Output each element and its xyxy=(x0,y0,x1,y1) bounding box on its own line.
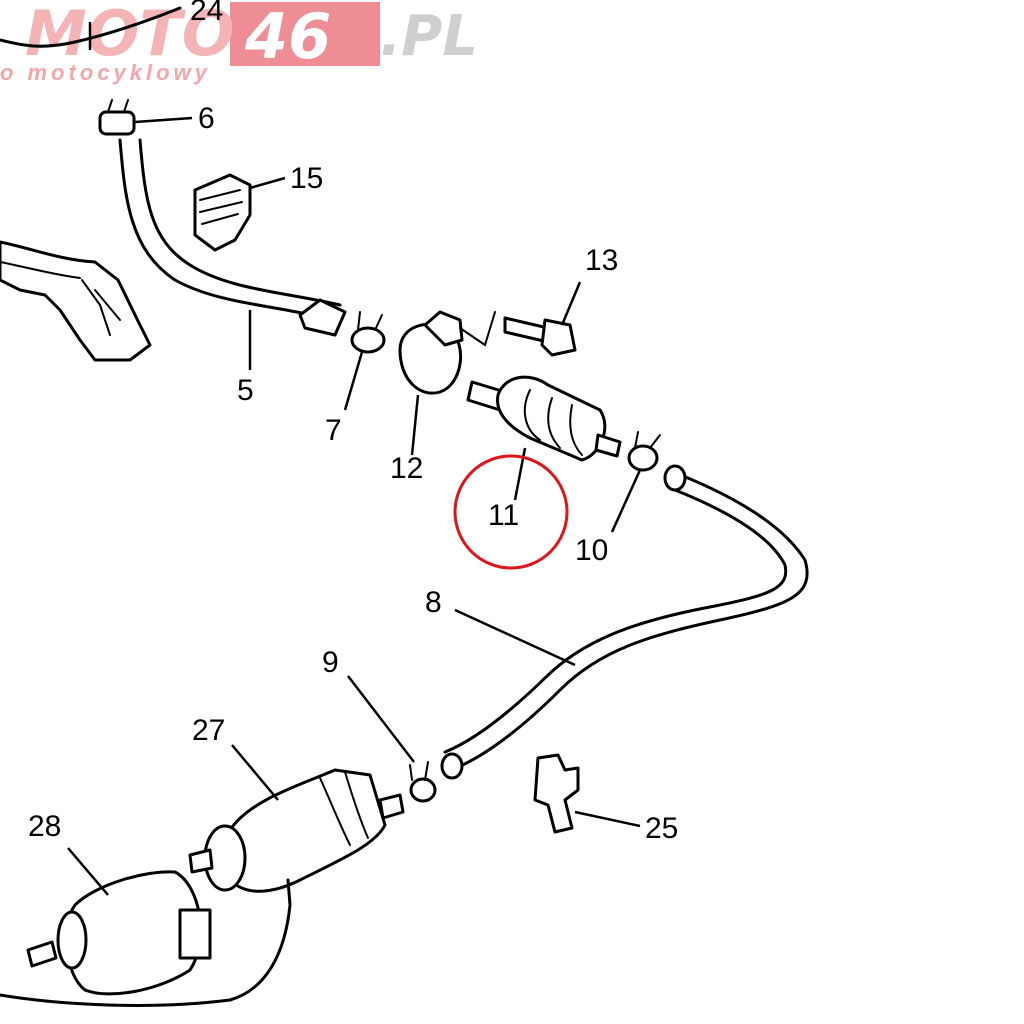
watermark-brand-domain: .PL xyxy=(380,4,478,69)
highlight-circle xyxy=(453,454,569,570)
part-28-nozzle xyxy=(26,940,58,968)
callout-5: 5 xyxy=(237,374,254,407)
clamp-7-tabs xyxy=(357,311,383,331)
leader-8 xyxy=(454,608,576,667)
clip-25: 25 xyxy=(533,753,678,845)
leader-9 xyxy=(347,675,415,763)
clamp-6-tabs xyxy=(107,99,129,113)
clamp-9: 9 xyxy=(322,646,437,803)
leader-15 xyxy=(249,176,286,190)
callout-28: 28 xyxy=(28,810,61,843)
leader-6 xyxy=(134,116,193,124)
callout-10: 10 xyxy=(575,534,608,567)
callout-15: 15 xyxy=(290,162,323,195)
callout-25: 25 xyxy=(645,812,678,845)
callout-13: 13 xyxy=(585,244,618,277)
part-28-connector xyxy=(178,908,212,960)
connector-15-body xyxy=(193,173,252,252)
clamp-10-tabs xyxy=(634,431,661,449)
frame-bracket-detail xyxy=(0,261,121,336)
filter-11-outlet xyxy=(594,433,622,458)
hose-5-end xyxy=(298,298,347,337)
pump-27-body xyxy=(228,768,387,893)
clip-25-body xyxy=(533,753,580,834)
watermark-brand-number: 46 xyxy=(244,0,331,73)
fuel-filter-11: 11 xyxy=(453,375,622,570)
clamp-6: 6 xyxy=(98,99,215,136)
leader-27 xyxy=(231,744,279,801)
hose-5-outer xyxy=(118,138,332,322)
clamp-10: 10 xyxy=(575,431,661,567)
part-28: 28 xyxy=(0,810,292,1007)
leader-12 xyxy=(410,394,420,456)
connector-15-ribs xyxy=(199,189,243,225)
callout-27: 27 xyxy=(192,714,225,747)
frame-bracket xyxy=(0,240,152,362)
bolt-13: 13 xyxy=(503,244,618,357)
callout-24: 24 xyxy=(190,0,223,27)
clamp-6-body xyxy=(98,110,136,136)
clamp-7: 7 xyxy=(325,311,386,447)
watermark: MOTO 46 .PL o motocyklowy xyxy=(0,0,478,85)
hose-8-inner xyxy=(443,488,788,754)
hose-8: 8 xyxy=(425,464,809,780)
leader-13 xyxy=(560,281,582,326)
hose-5: 5 xyxy=(118,138,347,407)
frame-bracket-body xyxy=(0,240,152,362)
callout-6: 6 xyxy=(198,102,215,135)
part-28-hose xyxy=(0,878,292,1007)
clamp-9-tabs xyxy=(409,761,429,781)
fuel-pump-27: 27 xyxy=(188,714,405,893)
hose-8-end-top xyxy=(663,464,687,492)
pump-27-nozzle xyxy=(188,848,214,874)
hose-5-inner xyxy=(138,138,342,307)
clamp-7-ring xyxy=(350,326,386,354)
callout-7: 7 xyxy=(325,414,342,447)
part-24: 24 xyxy=(0,0,223,50)
hose-8-outer xyxy=(448,468,809,772)
watermark-brand-left: MOTO xyxy=(25,0,234,70)
filter-11-body xyxy=(495,375,607,462)
pump-27-bands xyxy=(319,771,369,846)
part-28-cap xyxy=(56,910,88,970)
clamp-9-ring xyxy=(409,777,437,803)
hose-8-end-bottom xyxy=(440,752,464,780)
bracket-12: 12 xyxy=(390,310,496,485)
leader-10 xyxy=(610,469,642,533)
leader-25 xyxy=(574,810,641,828)
callout-9: 9 xyxy=(322,646,339,679)
filter-11-ribs xyxy=(523,389,583,456)
clamp-10-ring xyxy=(627,444,659,472)
watermark-tagline: o motocyklowy xyxy=(0,60,211,85)
pump-27-outlet xyxy=(378,793,405,820)
bracket-12-tab xyxy=(423,310,464,347)
connector-15: 15 xyxy=(193,162,323,252)
callout-12: 12 xyxy=(390,452,423,485)
callout-8: 8 xyxy=(425,586,442,619)
bracket-12-strap xyxy=(459,311,496,347)
leader-28 xyxy=(67,847,109,896)
bolt-13-head xyxy=(540,318,577,357)
callout-11: 11 xyxy=(488,499,519,532)
bracket-24-line xyxy=(0,6,182,48)
watermark-number-box xyxy=(230,2,380,66)
leader-7 xyxy=(343,351,364,411)
